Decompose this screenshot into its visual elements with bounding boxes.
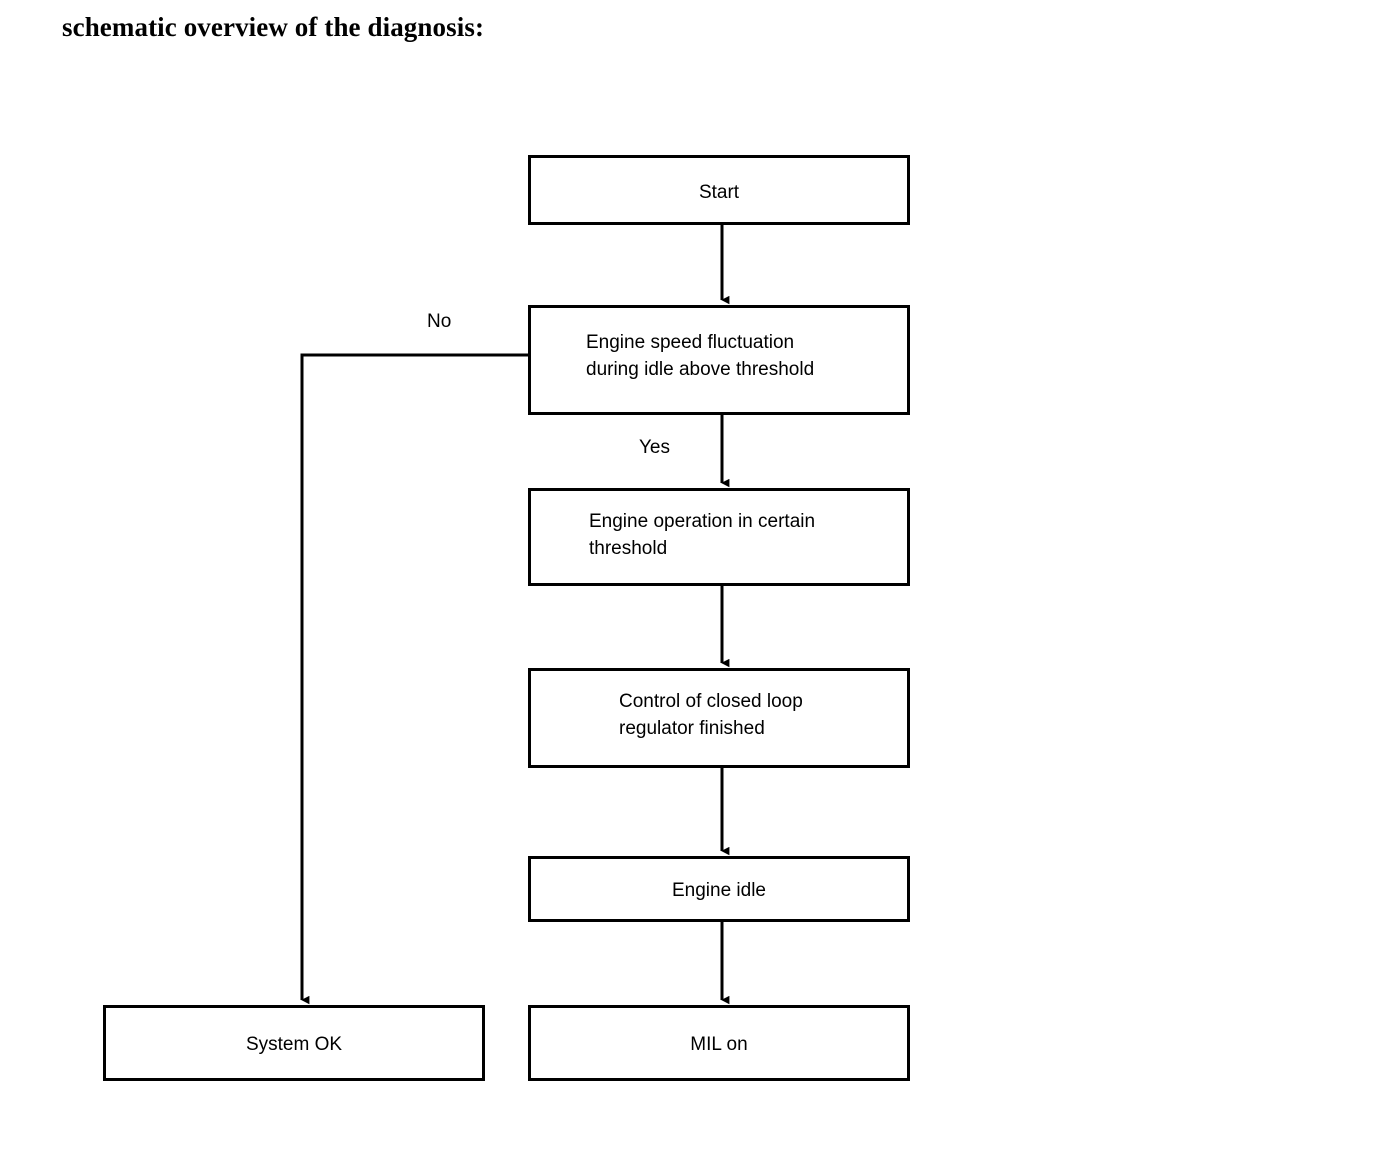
page-title: schematic overview of the diagnosis:: [62, 12, 485, 42]
node-engine-speed-fluctuation-label: Engine speed fluctuation during idle abo…: [586, 332, 815, 380]
edge-fluctuation-to-system-ok: [300, 353, 528, 1005]
node-start-label: Start: [698, 182, 740, 203]
node-engine-speed-fluctuation[interactable]: Engine speed fluctuation during idle abo…: [528, 305, 910, 415]
node-mil-on-label: MIL on: [690, 1034, 748, 1055]
node-engine-operation[interactable]: Engine operation in certain threshold: [528, 488, 910, 586]
node-engine-idle-label: Engine idle: [671, 880, 767, 901]
node-system-ok[interactable]: System OK: [103, 1005, 485, 1081]
node-engine-idle[interactable]: Engine idle: [528, 856, 910, 922]
edge-label-yes: Yes: [639, 437, 670, 458]
edge-label-no: No: [427, 311, 452, 332]
node-control-closed-loop-label: Control of closed loop regulator finishe…: [619, 691, 803, 739]
node-control-closed-loop[interactable]: Control of closed loop regulator finishe…: [528, 668, 910, 768]
node-system-ok-label: System OK: [245, 1034, 343, 1055]
node-mil-on[interactable]: MIL on: [528, 1005, 910, 1081]
node-start[interactable]: Start: [528, 155, 910, 225]
node-engine-operation-label: Engine operation in certain threshold: [589, 511, 816, 559]
